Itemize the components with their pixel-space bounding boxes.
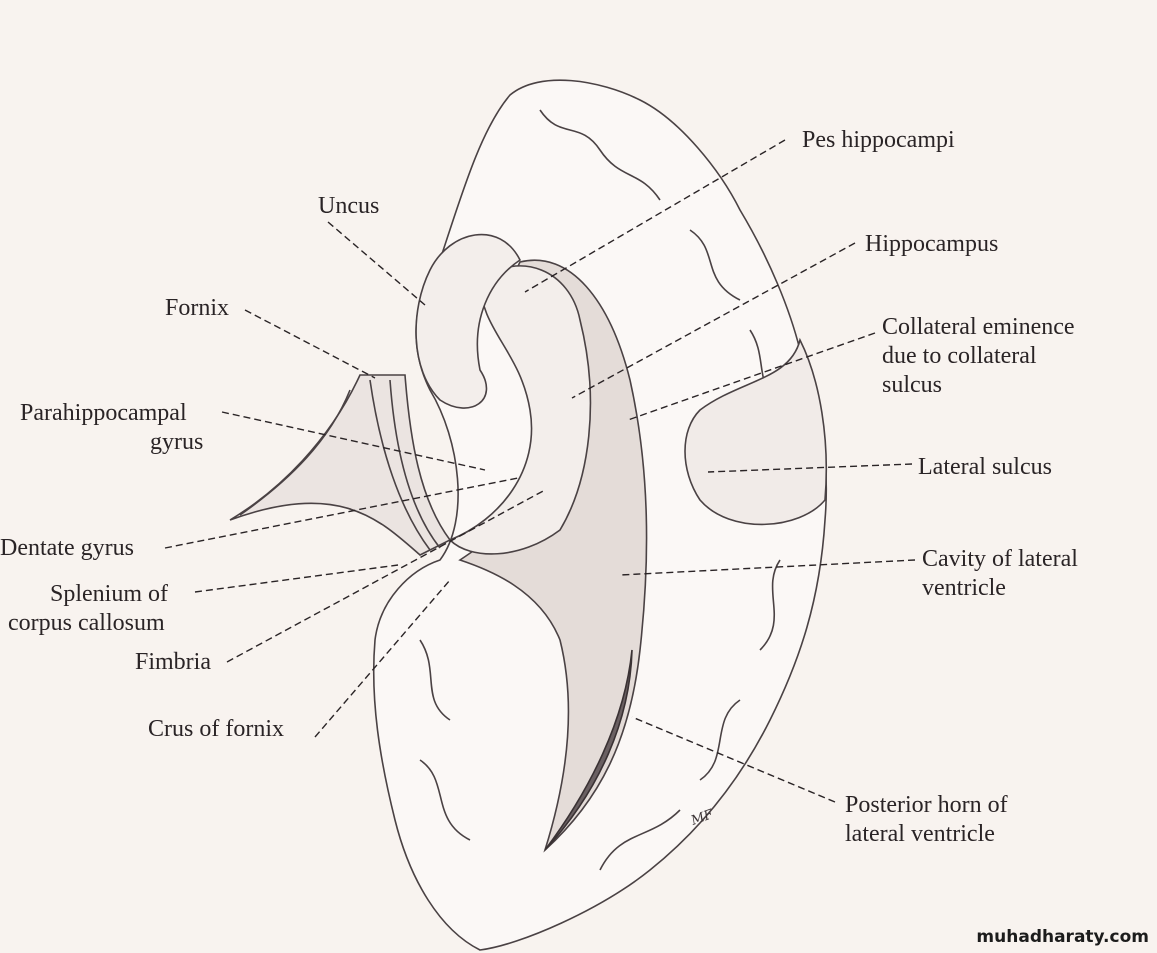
label-fimbria: Fimbria	[135, 649, 211, 675]
leader-fimbria	[226, 489, 546, 663]
label-crus-of-fornix: Crus of fornix	[148, 716, 284, 742]
leader-posterior-horn	[631, 716, 836, 803]
label-fornix: Fornix	[165, 295, 230, 321]
leader-cavity	[619, 559, 916, 576]
label-splenium: Splenium of corpus callosum	[8, 580, 168, 638]
leader-dentate-gyrus	[164, 477, 519, 549]
label-line: Collateral eminence	[882, 314, 1075, 340]
label-hippocampus: Hippocampus	[865, 231, 999, 257]
leader-lateral-sulcus	[707, 463, 913, 473]
leader-lines	[164, 139, 916, 803]
leader-parahippocampal	[221, 411, 486, 471]
label-pes-hippocampi: Pes hippocampi	[802, 127, 955, 153]
label-line: Splenium of	[50, 581, 168, 607]
label-line: Posterior horn of	[845, 792, 1008, 818]
label-posterior-horn: Posterior horn of lateral ventricle	[845, 791, 1008, 849]
leader-crus	[314, 579, 451, 738]
watermark: muhadharaty.com	[976, 927, 1149, 947]
label-line: sulcus	[882, 372, 942, 398]
leader-uncus	[327, 221, 426, 306]
label-lateral-sulcus: Lateral sulcus	[918, 454, 1052, 480]
label-line: Cavity of lateral	[922, 546, 1078, 572]
label-dentate-gyrus: Dentate gyrus	[0, 535, 134, 561]
label-cavity-lateral-ventricle: Cavity of lateral ventricle	[922, 545, 1078, 603]
label-line: due to collateral	[882, 343, 1037, 369]
label-line: gyrus	[150, 429, 204, 455]
label-uncus: Uncus	[318, 193, 380, 219]
label-line: Parahippocampal	[20, 400, 187, 426]
label-line: ventricle	[922, 575, 1006, 601]
label-line: corpus callosum	[8, 610, 165, 636]
leader-pes-hippocampi	[524, 139, 786, 293]
leader-fornix	[244, 309, 376, 379]
label-line: lateral ventricle	[845, 821, 995, 847]
label-parahippocampal-gyrus: Parahippocampal gyrus	[20, 399, 203, 457]
leader-hippocampus	[571, 242, 856, 399]
label-collateral-eminence: Collateral eminence due to collateral su…	[882, 313, 1075, 400]
hippocampus-shape	[448, 265, 592, 555]
leader-splenium	[194, 564, 399, 593]
